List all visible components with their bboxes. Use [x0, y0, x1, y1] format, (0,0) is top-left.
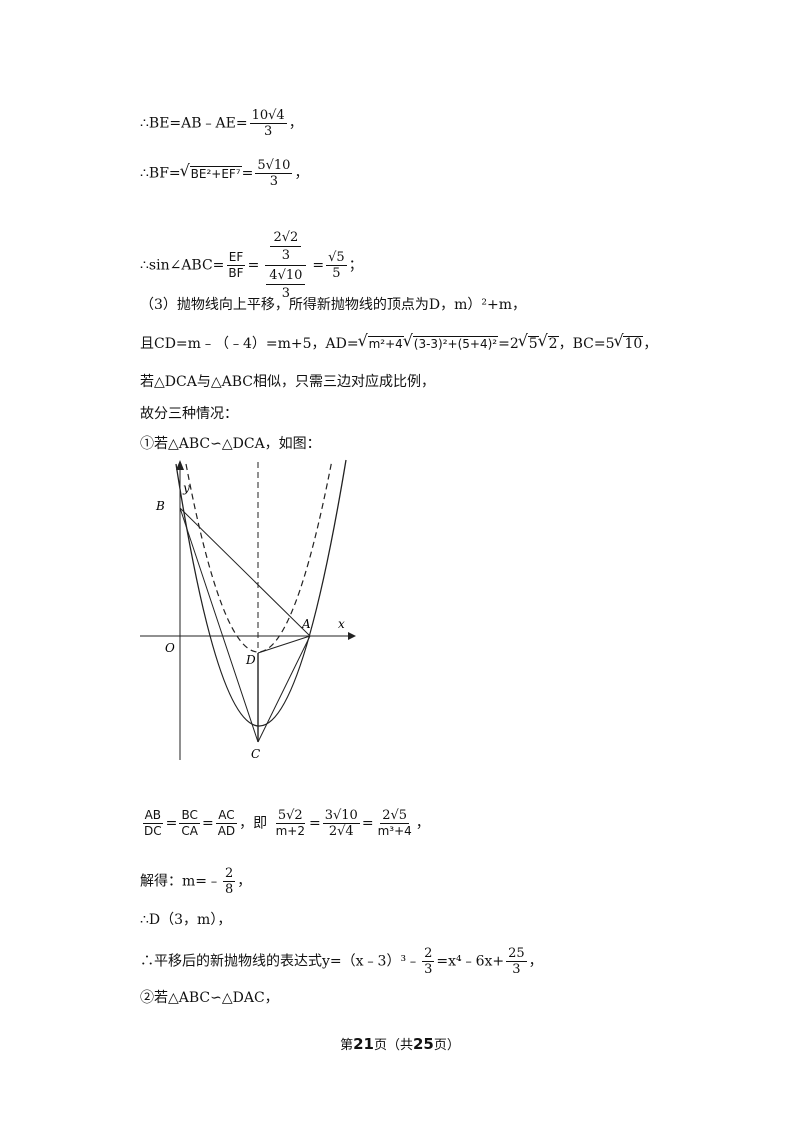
y-axis-arrow: [176, 460, 184, 470]
page-number: 21: [353, 1035, 374, 1053]
segment-ca: [257, 635, 311, 743]
label-b: B: [155, 499, 165, 513]
page-total: 25: [413, 1035, 434, 1053]
label-a: A: [301, 617, 311, 631]
segment-bc: [179, 507, 259, 743]
x-axis-arrow: [348, 632, 356, 640]
label-o: O: [165, 641, 175, 655]
shifted-parabola: [185, 459, 333, 653]
line-d-point: ∴D（3，m），: [140, 912, 232, 928]
line-case2: ②若△ABC∽△DAC，: [140, 990, 279, 1006]
sqrt: 10: [613, 331, 644, 354]
page-footer: 第21页（共25页）: [340, 1035, 460, 1053]
sqrt: 5: [518, 331, 539, 354]
sqrt: m²+4: [358, 331, 404, 354]
sqrt: 2: [538, 331, 559, 354]
label-c: C: [251, 747, 260, 761]
label-d: D: [245, 653, 256, 667]
segment-da: [257, 635, 311, 654]
segment-ba: [179, 507, 311, 637]
line-similar: 若△DCA与△ABC相似，只需三边对应成比例，: [140, 374, 435, 390]
sqrt: (3-3)²+(5+4)²: [403, 331, 499, 354]
parabola-figure: B y O D A x C: [140, 459, 356, 761]
line-part3: （3）抛物线向上平移，所得新抛物线的顶点为D，m）²+m，: [140, 297, 527, 313]
line-case1: ①若△ABC∽△DCA，如图：: [140, 436, 321, 452]
original-parabola: [175, 459, 347, 727]
line-cases: 故分三种情况：: [140, 406, 238, 422]
sqrt: BE²+EF⁷: [180, 161, 242, 184]
line-bf: ∴BF=BE²+EF⁷=5√103，: [140, 158, 308, 189]
label-x: x: [338, 617, 345, 631]
line-cd-ad-bc: 且CD=m﹣（﹣4）=m+5，AD=m²+4(3-3)²+(5+4)²=252，…: [140, 331, 657, 354]
label-y: y: [182, 481, 190, 495]
